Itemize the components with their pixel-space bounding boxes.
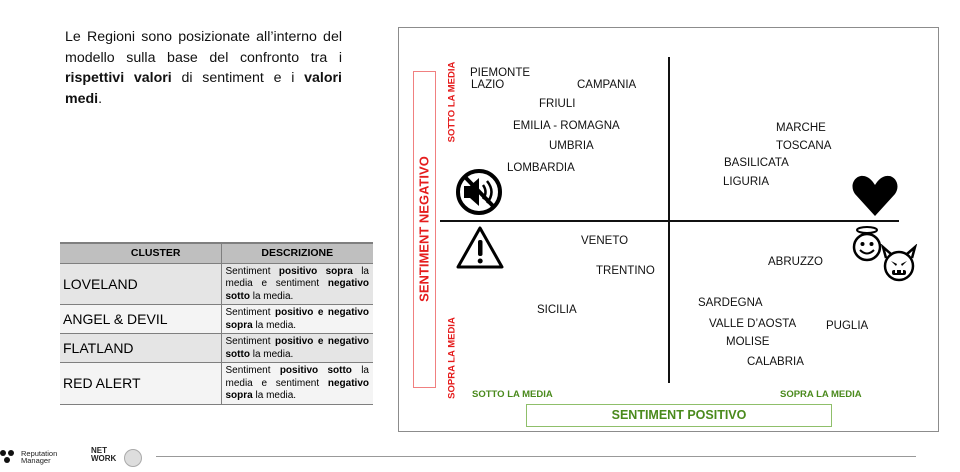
seal-icon [124, 449, 142, 467]
intro-paragraph: Le Regioni sono posizionate all’interno … [65, 27, 342, 109]
region-label: UMBRIA [549, 140, 594, 152]
header-cluster: CLUSTER [60, 242, 221, 264]
logo-text: NET [91, 446, 107, 455]
mute-speaker-icon [456, 169, 502, 215]
y-bottom-label: SOPRA LA MEDIA [446, 317, 458, 399]
region-label: SICILIA [537, 304, 577, 316]
region-label: LAZIO [471, 79, 505, 91]
cluster-name: RED ALERT [60, 362, 221, 405]
region-label: CAMPANIA [577, 79, 637, 91]
y-axis-label: SENTIMENT NEGATIVO [416, 156, 432, 302]
x-axis-label: SENTIMENT POSITIVO [526, 404, 832, 427]
intro-bold-text: valori medi [65, 70, 342, 107]
cluster-description: Sentiment positivo e negativo sotto la m… [220, 333, 373, 363]
negative-axis-box [413, 71, 436, 388]
sentiment-quadrant-diagram: SENTIMENT NEGATIVO SOTTO LA MEDIA SOPRA … [398, 27, 939, 432]
x-left-label: SOTTO LA MEDIA [472, 389, 553, 400]
region-label: TOSCANA [776, 140, 832, 152]
cluster-description: Sentiment positivo e negativo sopra la m… [220, 304, 373, 334]
region-label: PUGLIA [826, 320, 869, 332]
region-label: LIGURIA [723, 176, 770, 188]
intro-text: Le Regioni sono posizionate all’interno … [65, 29, 342, 66]
region-label: EMILIA - ROMAGNA [513, 120, 620, 132]
header-descrizione: DESCRIZIONE [220, 242, 373, 264]
dots-icon [0, 449, 20, 465]
network-logo: NET WORK [91, 447, 116, 463]
reputation-manager-logo: Reputation Manager [0, 449, 57, 465]
table-row: RED ALERT Sentiment positivo sotto la me… [60, 362, 373, 405]
footer-divider [156, 456, 916, 457]
table-row: FLATLAND Sentiment positivo e negativo s… [60, 333, 373, 363]
warning-icon [456, 226, 504, 269]
region-label: TRENTINO [596, 265, 655, 277]
logo-text: Reputation [21, 449, 58, 458]
region-label: FRIULI [539, 98, 576, 110]
region-label: VENETO [581, 235, 629, 247]
region-label: CALABRIA [747, 356, 804, 368]
logo-text: Manager [21, 456, 51, 465]
devil-icon [880, 244, 918, 282]
region-label: SARDEGNA [698, 297, 763, 309]
region-label: PIEMONTE [470, 67, 531, 79]
region-label: BASILICATA [724, 157, 789, 169]
cluster-name: FLATLAND [60, 333, 221, 363]
table-row: ANGEL & DEVIL Sentiment positivo e negat… [60, 304, 373, 334]
cluster-description: Sentiment positivo sopra la media e sent… [220, 263, 373, 305]
cluster-table: CLUSTER DESCRIZIONE LOVELAND Sentiment p… [60, 242, 373, 405]
cluster-name: LOVELAND [60, 263, 221, 305]
cluster-name: ANGEL & DEVIL [60, 304, 221, 334]
table-row: LOVELAND Sentiment positivo sopra la med… [60, 263, 373, 305]
region-label: ABRUZZO [768, 256, 823, 268]
vertical-axis [668, 57, 670, 383]
region-label: VALLE D’AOSTA [709, 318, 797, 330]
region-label: MARCHE [776, 122, 826, 134]
y-top-label: SOTTO LA MEDIA [446, 61, 458, 143]
x-right-label: SOPRA LA MEDIA [780, 389, 862, 400]
region-label: LOMBARDIA [507, 162, 575, 174]
cluster-description: Sentiment positivo sotto la media e sent… [220, 362, 373, 405]
intro-bold-text: rispettivi valori [65, 70, 172, 86]
logo-text: WORK [91, 454, 117, 463]
intro-text: . [98, 90, 103, 107]
heart-icon [852, 175, 898, 216]
intro-text: di sentiment e i [171, 70, 305, 86]
region-label: MOLISE [726, 336, 770, 348]
angel-icon [852, 226, 882, 262]
table-header-row: CLUSTER DESCRIZIONE [60, 242, 373, 264]
